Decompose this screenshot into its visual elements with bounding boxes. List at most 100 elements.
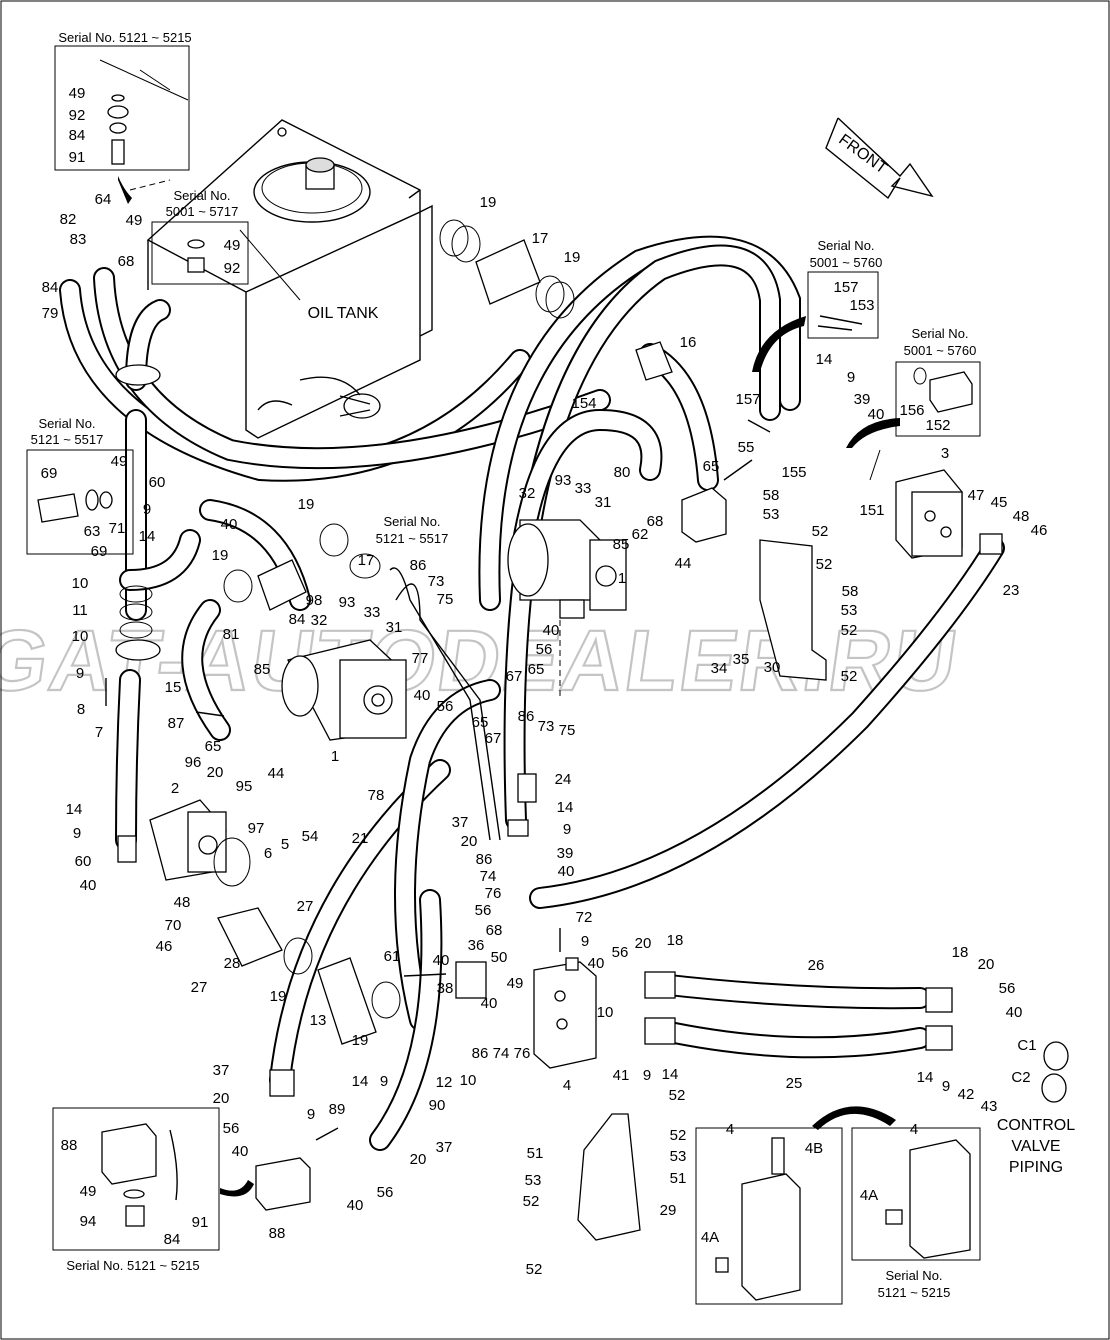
part-label: 40 bbox=[588, 955, 605, 972]
part-label: 84 bbox=[289, 611, 306, 628]
serial-box-bottom-left: Serial No. 5121 ~ 5215 bbox=[52, 1107, 220, 1273]
part-label: 52 bbox=[841, 668, 858, 685]
part-label: 4 bbox=[563, 1077, 571, 1094]
part-label: 75 bbox=[437, 591, 454, 608]
part-label: 9 bbox=[380, 1073, 388, 1090]
part-label: 95 bbox=[236, 778, 253, 795]
part-label: 67 bbox=[506, 668, 523, 685]
part-label: 76 bbox=[485, 885, 502, 902]
part-label: 14 bbox=[139, 528, 156, 545]
part-label: 37 bbox=[213, 1062, 230, 1079]
svg-text:Serial No.: Serial No. bbox=[911, 326, 968, 341]
part-label: 72 bbox=[576, 909, 593, 926]
part-label: 71 bbox=[109, 520, 126, 537]
part-label: 85 bbox=[613, 536, 630, 553]
part-label: 88 bbox=[269, 1225, 286, 1242]
detail-box-4-right: Serial No. 5121 ~ 5215 bbox=[851, 1127, 981, 1300]
part-label: 56 bbox=[612, 944, 629, 961]
part-label: 11 bbox=[72, 602, 88, 619]
part-label: 52 bbox=[526, 1261, 543, 1278]
part-label: 152 bbox=[925, 417, 950, 434]
front-arrow: FRONT bbox=[825, 117, 934, 200]
part-label: 6 bbox=[264, 845, 272, 862]
part-label: 154 bbox=[571, 395, 596, 412]
part-label: 53 bbox=[763, 506, 780, 523]
part-label: 46 bbox=[1031, 522, 1048, 539]
part-label: 43 bbox=[981, 1098, 998, 1115]
svg-text:Serial No.: Serial No. bbox=[38, 416, 95, 431]
part-label: 49 bbox=[224, 237, 241, 254]
part-label: 29 bbox=[660, 1202, 677, 1219]
block-88 bbox=[255, 1157, 311, 1211]
part-label: 40 bbox=[543, 622, 560, 639]
part-label: 9 bbox=[847, 369, 855, 386]
part-label: 1 bbox=[618, 570, 626, 587]
part-label: 87 bbox=[168, 715, 185, 732]
part-label: 85 bbox=[254, 661, 271, 678]
part-label: 10 bbox=[72, 575, 89, 592]
part-label: 97 bbox=[248, 820, 265, 837]
control-valve-4 bbox=[533, 957, 597, 1069]
part-label: 63 bbox=[84, 523, 101, 540]
part-label: 52 bbox=[841, 622, 858, 639]
oil-tank: OIL TANK bbox=[146, 119, 433, 439]
svg-text:Serial No.: Serial No. bbox=[817, 238, 874, 253]
part-label: 23 bbox=[1003, 582, 1020, 599]
serial-box-left-mid: Serial No. 5121 ~ 5517 bbox=[26, 416, 134, 555]
part-label: 157 bbox=[735, 391, 760, 408]
part-label: 9 bbox=[643, 1067, 651, 1084]
part-label: 151 bbox=[859, 502, 884, 519]
part-label: 18 bbox=[667, 932, 684, 949]
part-label: 83 bbox=[70, 231, 87, 248]
part-label: 92 bbox=[224, 260, 241, 277]
part-label: 4B bbox=[805, 1140, 823, 1157]
part-label: 48 bbox=[174, 894, 191, 911]
hose-fittings bbox=[117, 533, 1003, 1097]
part-label: 155 bbox=[781, 464, 806, 481]
part-label: 49 bbox=[126, 212, 143, 229]
part-label: 5 bbox=[281, 836, 289, 853]
serial-box-tank-left: Serial No. 5001 ~ 5717 bbox=[151, 188, 249, 285]
part-label: 9 bbox=[76, 665, 84, 682]
part-label: 4A bbox=[701, 1229, 719, 1246]
part-label: 20 bbox=[207, 764, 224, 781]
part-label: 62 bbox=[632, 526, 649, 543]
part-label: 49 bbox=[69, 85, 86, 102]
bracket-29 bbox=[577, 1113, 641, 1241]
part-label: 2 bbox=[171, 780, 179, 797]
part-label: 54 bbox=[302, 828, 319, 845]
part-label: 46 bbox=[156, 938, 173, 955]
part-label: 14 bbox=[662, 1066, 679, 1083]
svg-text:Serial No. 5121 ~ 5215: Serial No. 5121 ~ 5215 bbox=[66, 1258, 199, 1273]
part-label: 73 bbox=[428, 573, 445, 590]
part-label: 21 bbox=[352, 830, 369, 847]
svg-text:VALVE: VALVE bbox=[1011, 1138, 1060, 1155]
part-label: 157 bbox=[833, 279, 858, 296]
part-label: 41 bbox=[613, 1067, 630, 1084]
pump-1-right bbox=[507, 519, 627, 619]
svg-text:Serial No. 5121 ~ 5215: Serial No. 5121 ~ 5215 bbox=[58, 30, 191, 45]
part-label: 24 bbox=[555, 771, 572, 788]
part-label: 40 bbox=[1006, 1004, 1023, 1021]
solenoid-38 bbox=[455, 961, 487, 999]
part-label: 14 bbox=[816, 351, 833, 368]
part-label: 44 bbox=[268, 765, 285, 782]
part-label: 27 bbox=[191, 979, 208, 996]
part-label: 37 bbox=[452, 814, 469, 831]
part-label: 10 bbox=[72, 628, 89, 645]
part-label: 20 bbox=[410, 1151, 427, 1168]
part-label: 52 bbox=[523, 1193, 540, 1210]
part-label: 52 bbox=[812, 523, 829, 540]
part-label: 4 bbox=[726, 1121, 734, 1138]
part-label: 37 bbox=[436, 1139, 453, 1156]
part-label: 31 bbox=[386, 619, 403, 636]
part-label: 40 bbox=[414, 687, 431, 704]
bracket-30 bbox=[759, 539, 827, 681]
part-label: 42 bbox=[958, 1086, 975, 1103]
part-label: 40 bbox=[433, 952, 450, 969]
part-label: 19 bbox=[564, 249, 581, 266]
part-label: 60 bbox=[149, 474, 166, 491]
